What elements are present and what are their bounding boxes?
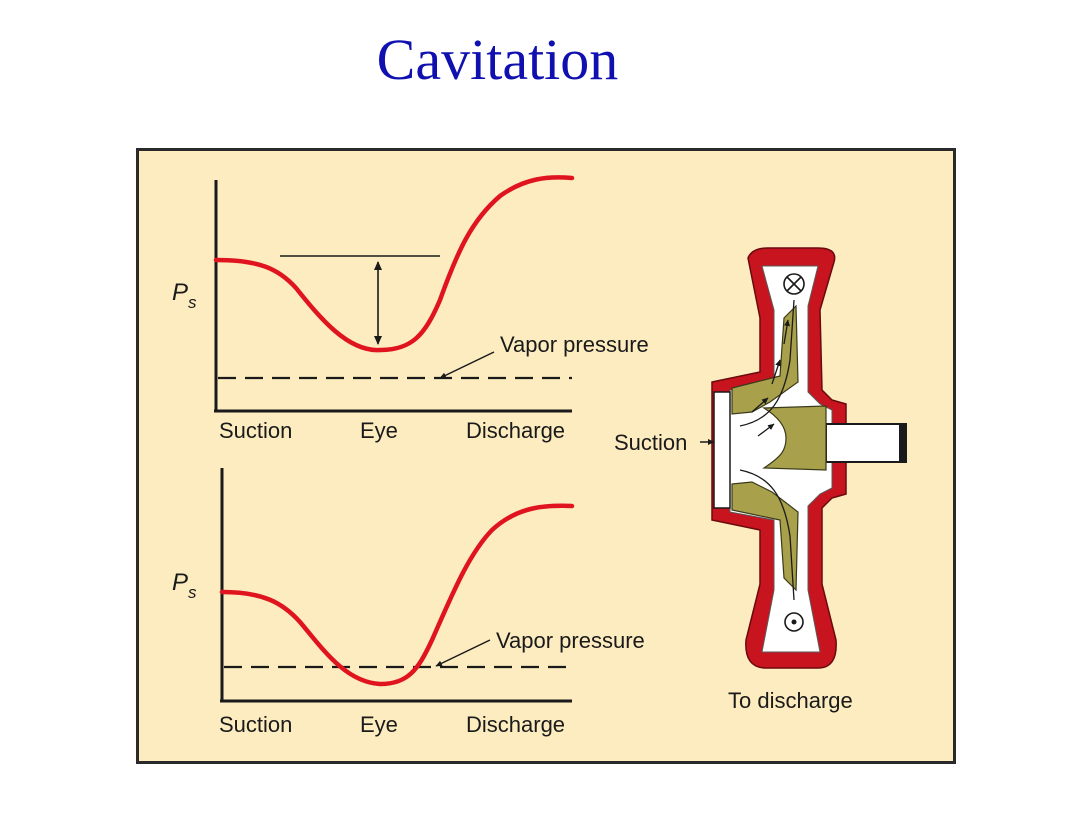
bottom-pressure-graph: Vapor pressure Ps Suction Eye Discharge xyxy=(172,468,645,737)
bottom-x-label-discharge: Discharge xyxy=(466,712,565,737)
top-pressure-curve xyxy=(213,175,575,353)
bottom-pressure-curve xyxy=(219,503,575,687)
top-pressure-graph: Vapor pressure Ps Suction Eye Discharge xyxy=(172,175,649,443)
pump-cross-section: Suction To discharge xyxy=(614,247,907,713)
pump-shaft-end xyxy=(899,424,906,462)
suction-label: Suction xyxy=(614,430,687,455)
impeller-lower-shroud xyxy=(731,481,799,592)
top-x-label-suction: Suction xyxy=(219,418,292,443)
top-x-label-eye: Eye xyxy=(360,418,398,443)
bottom-x-label-eye: Eye xyxy=(360,712,398,737)
discharge-label: To discharge xyxy=(728,688,853,713)
bottom-vapor-label: Vapor pressure xyxy=(496,628,645,653)
bottom-x-label-suction: Suction xyxy=(219,712,292,737)
suction-opening xyxy=(713,391,731,509)
flow-arrow-4 xyxy=(757,423,775,437)
upper-flow-passage xyxy=(739,299,795,427)
impeller-hub xyxy=(762,405,827,471)
lower-flow-passage xyxy=(739,469,795,601)
impeller-upper-shroud xyxy=(731,304,799,415)
pump-shaft xyxy=(825,423,907,463)
top-vapor-label-leader xyxy=(439,351,495,379)
top-y-label: Ps xyxy=(172,279,197,312)
slide-title: Cavitation xyxy=(376,27,619,92)
bottom-vapor-label-leader xyxy=(435,639,491,667)
flow-arrow-2 xyxy=(771,359,781,385)
top-x-label-discharge: Discharge xyxy=(466,418,565,443)
top-vapor-label: Vapor pressure xyxy=(500,332,649,357)
dot-circle-icon xyxy=(784,612,804,632)
bottom-y-label: Ps xyxy=(172,569,197,602)
flow-arrow-1 xyxy=(751,397,769,413)
flow-arrow-3 xyxy=(783,319,790,345)
x-circle-icon xyxy=(783,273,805,295)
